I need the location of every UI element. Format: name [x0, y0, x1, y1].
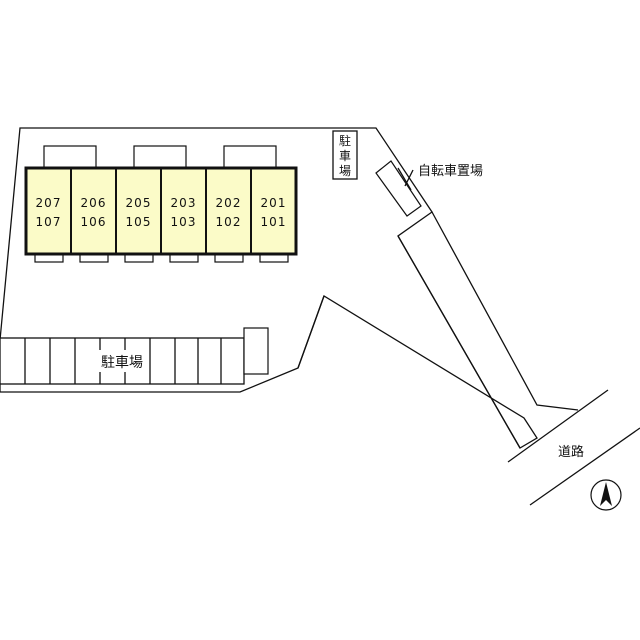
road-label: 道路: [558, 444, 584, 460]
bicycle-parking-leader: [404, 169, 414, 187]
bicycle-parking: [375, 160, 422, 217]
unit-lower-number: 103: [171, 215, 197, 229]
driveway-edge-inner: [297, 295, 325, 369]
building-outline: [24, 166, 298, 256]
unit-201-101[interactable]: [250, 167, 297, 255]
parking-label-bg: [98, 350, 146, 372]
driveway-edge-right: [431, 211, 579, 411]
parking-label: 駐車場: [101, 354, 143, 371]
driveway-edge-left: [397, 235, 521, 449]
balcony: [43, 145, 97, 169]
unit-upper-number: 206: [81, 196, 107, 210]
parking-side-space: [243, 327, 269, 375]
unit-205-105[interactable]: [115, 167, 162, 255]
unit-upper-number: 202: [216, 196, 242, 210]
small-parking-label-char: 場: [339, 164, 351, 178]
unit-upper-number: 201: [261, 196, 287, 210]
balcony: [223, 145, 277, 169]
small-parking-box: [332, 130, 358, 180]
unit-lower-number: 101: [261, 215, 287, 229]
road-edge-north: [507, 389, 609, 463]
small-parking-label-char: 車: [339, 149, 351, 163]
small-parking-label-char: 駐: [339, 133, 351, 148]
unit-upper-number: 205: [126, 196, 152, 210]
balcony: [133, 145, 187, 169]
unit-207-107[interactable]: [25, 167, 72, 255]
north-arrow-icon: [590, 479, 622, 511]
unit-lower-number: 107: [36, 215, 62, 229]
unit-206-106[interactable]: [70, 167, 117, 255]
unit-upper-number: 203: [171, 196, 197, 210]
unit-upper-number: 207: [36, 196, 62, 210]
parking-lot: [0, 327, 269, 385]
unit-lower-number: 106: [81, 215, 107, 229]
unit-203-103[interactable]: [160, 167, 207, 255]
unit-202-102[interactable]: [205, 167, 252, 255]
building: [24, 166, 298, 256]
unit-lower-number: 102: [216, 215, 242, 229]
bicycle-parking-label: 自転車置場: [418, 164, 483, 179]
road-edge-south: [529, 427, 640, 506]
unit-lower-number: 105: [126, 215, 152, 229]
